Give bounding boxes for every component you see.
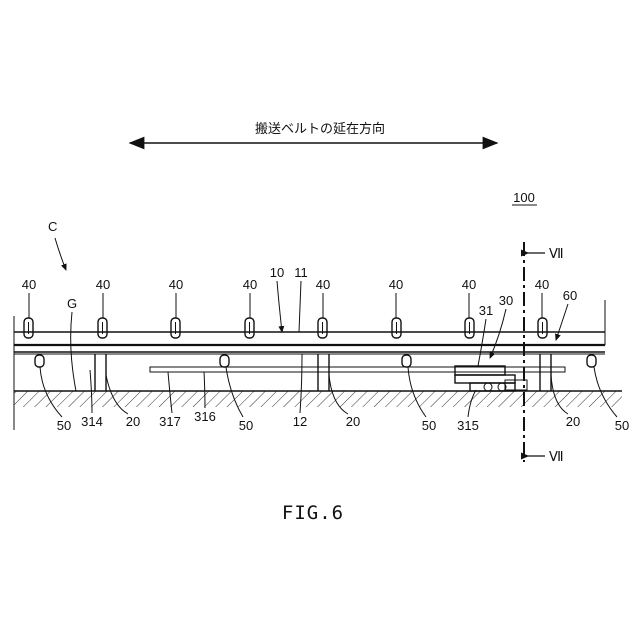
clamp-1 — [24, 318, 33, 338]
ref-50-d: 50 — [615, 418, 629, 433]
section-arrow-bottom: Ⅶ — [528, 449, 564, 464]
ref-50-a: 50 — [57, 418, 71, 433]
clamp-7 — [465, 318, 474, 338]
ref-11: 11 — [294, 265, 308, 280]
clamp-4 — [245, 318, 254, 338]
ref-40-e: 40 — [316, 277, 330, 292]
ref-314: 314 — [81, 414, 103, 429]
leader-11 — [299, 281, 301, 332]
system-ref-label: 100 — [513, 190, 535, 205]
ref-20-b: 20 — [346, 414, 360, 429]
section-mark-bottom: Ⅶ — [549, 449, 564, 464]
leader-10 — [277, 281, 282, 332]
section-arrow-top: Ⅶ — [528, 246, 564, 261]
leader-60 — [556, 304, 568, 340]
ref-30: 30 — [499, 293, 513, 308]
ref-50-c: 50 — [422, 418, 436, 433]
direction-label: 搬送ベルトの延在方向 — [255, 121, 385, 136]
ref-40-h: 40 — [535, 277, 549, 292]
ref-40-d: 40 — [243, 277, 257, 292]
return-clamp-4 — [587, 355, 596, 367]
ref-31: 31 — [479, 303, 493, 318]
ground-hatch — [14, 391, 622, 407]
return-clamp-1 — [35, 355, 44, 367]
ref-40-g: 40 — [462, 277, 476, 292]
ref-20-a: 20 — [126, 414, 140, 429]
ref-40-a: 40 — [22, 277, 36, 292]
ref-20-c: 20 — [566, 414, 580, 429]
ref-316: 316 — [194, 409, 216, 424]
support-post-1 — [95, 354, 106, 391]
drive-unit-30 — [455, 366, 527, 391]
clamp-3 — [171, 318, 180, 338]
ref-g: G — [67, 296, 77, 311]
slide-rail-316 — [150, 367, 565, 372]
clamp-2 — [98, 318, 107, 338]
clamp-8 — [538, 318, 547, 338]
return-clamp-3 — [402, 355, 411, 367]
ref-40-b: 40 — [96, 277, 110, 292]
region-c-label: C — [48, 219, 57, 234]
ref-12: 12 — [293, 414, 307, 429]
ref-50-b: 50 — [239, 418, 253, 433]
ref-317: 317 — [159, 414, 181, 429]
return-clamp-2 — [220, 355, 229, 367]
leaders-40 — [29, 293, 542, 318]
ref-40-f: 40 — [389, 277, 403, 292]
ref-40-c: 40 — [169, 277, 183, 292]
region-c-leader — [55, 238, 66, 270]
clamp-5 — [318, 318, 327, 338]
ref-10: 10 — [270, 265, 284, 280]
ref-315: 315 — [457, 418, 479, 433]
figure-label: FIG.6 — [282, 502, 344, 524]
section-mark-top: Ⅶ — [549, 246, 564, 261]
clamp-6 — [392, 318, 401, 338]
ref-60: 60 — [563, 288, 577, 303]
leader-31 — [478, 319, 486, 366]
